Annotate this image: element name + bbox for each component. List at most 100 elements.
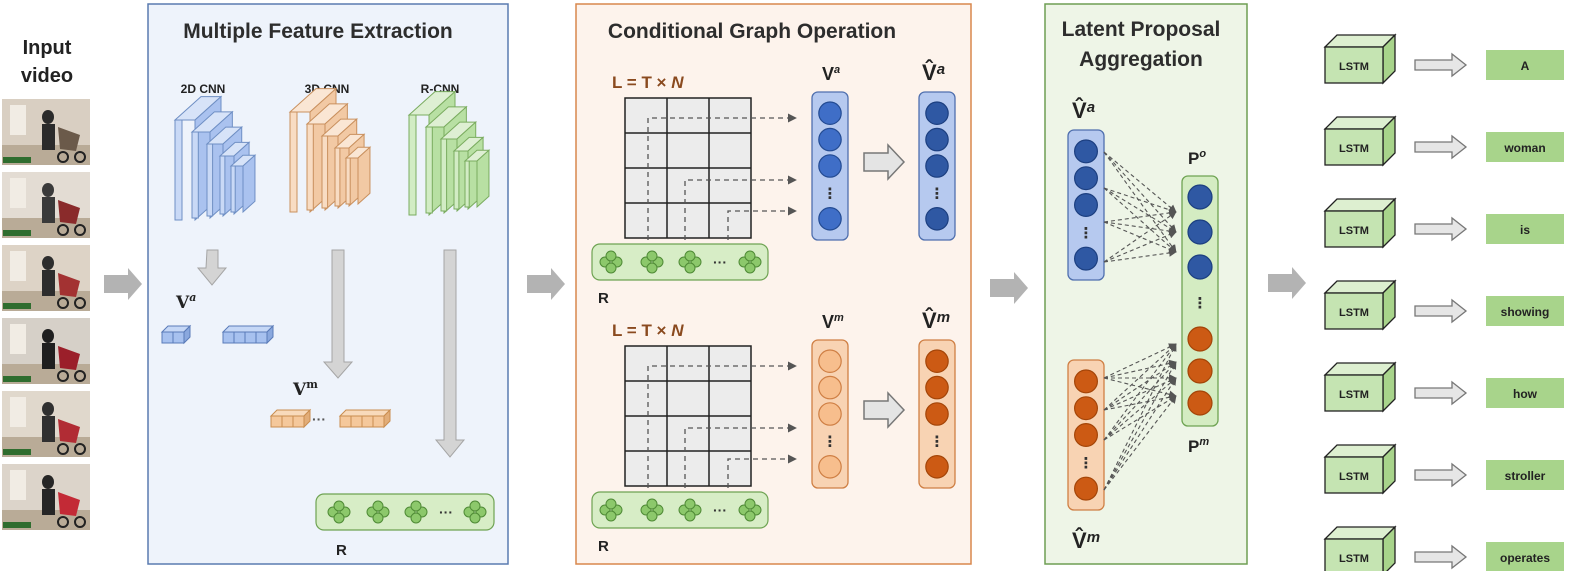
graph-node bbox=[925, 454, 949, 479]
cnn-3d-stack bbox=[288, 87, 372, 214]
graph-node bbox=[1073, 396, 1098, 421]
video-frame bbox=[2, 318, 90, 384]
graph-vhat-column: ⋮ bbox=[918, 91, 956, 241]
graph-node bbox=[925, 154, 949, 178]
dashed-fan-link bbox=[1103, 249, 1177, 263]
lstm-label: LSTM bbox=[1339, 471, 1369, 483]
block-cell bbox=[350, 415, 363, 428]
block-cell bbox=[281, 415, 294, 428]
l-formula: L = T × N bbox=[612, 73, 684, 92]
region-node bbox=[684, 510, 696, 522]
feature-va-label: Va bbox=[175, 291, 196, 313]
dashed-link bbox=[647, 113, 797, 240]
person-body bbox=[42, 343, 55, 369]
frame-window bbox=[10, 397, 26, 427]
dashed-link bbox=[684, 423, 797, 488]
po-sup: o bbox=[1199, 148, 1206, 160]
feature-region-bar: ··· bbox=[315, 493, 495, 531]
lstm-cube-front bbox=[1324, 538, 1384, 571]
video-frames bbox=[2, 99, 90, 530]
cnn-layer-front bbox=[453, 150, 460, 210]
cnn-label-2d: 2D CNN bbox=[181, 82, 226, 96]
video-frame bbox=[2, 99, 90, 165]
graph-node bbox=[1073, 139, 1098, 164]
dashed-fan-link bbox=[1103, 377, 1177, 399]
region-ellipsis: ··· bbox=[439, 504, 453, 520]
transform-arrow bbox=[863, 391, 906, 429]
word-label: woman bbox=[1503, 141, 1545, 155]
region-node bbox=[469, 500, 481, 512]
graph-node bbox=[1073, 476, 1098, 501]
transform-arrow bbox=[863, 143, 906, 181]
region-node bbox=[605, 510, 617, 522]
dashed-fan-link bbox=[1103, 395, 1177, 491]
node-ellipsis: ⋮ bbox=[1079, 455, 1094, 472]
graph-node bbox=[925, 349, 949, 373]
stroller-shape bbox=[58, 346, 80, 370]
word-box bbox=[1486, 50, 1564, 80]
word-box bbox=[1486, 378, 1564, 408]
dashed-fan-link bbox=[1103, 209, 1177, 223]
stroller-shape bbox=[58, 492, 80, 516]
frame-watermark bbox=[3, 230, 31, 236]
frame-watermark bbox=[3, 449, 31, 455]
word-box bbox=[1486, 460, 1564, 490]
cnn-layer-front bbox=[191, 131, 199, 219]
region-clover bbox=[366, 500, 390, 524]
graph-node bbox=[1073, 369, 1098, 394]
region-node bbox=[605, 250, 617, 262]
region-node bbox=[684, 498, 696, 510]
vm-block-small bbox=[269, 408, 312, 429]
region-node bbox=[744, 250, 756, 262]
graph-node bbox=[818, 127, 842, 152]
region-node bbox=[646, 262, 658, 274]
graph-node bbox=[1073, 246, 1098, 271]
dashed-link bbox=[727, 454, 797, 488]
person-body bbox=[42, 124, 55, 150]
output-arrow bbox=[1414, 544, 1468, 570]
dashed-link bbox=[647, 361, 797, 488]
arrow-aggregation-to-decoder bbox=[1268, 267, 1306, 299]
region-clover bbox=[599, 250, 623, 274]
l-formula-var: N bbox=[671, 321, 684, 340]
word-box bbox=[1486, 296, 1564, 326]
person-head bbox=[42, 110, 54, 124]
graph-r-label: R bbox=[598, 538, 609, 555]
dashed-fan-link bbox=[1103, 151, 1177, 233]
p-node-orange bbox=[1187, 326, 1213, 352]
stroller-wheel bbox=[57, 516, 69, 528]
p-node-orange bbox=[1187, 358, 1213, 384]
person-head bbox=[42, 183, 54, 197]
decoder-step: LSTM stroller bbox=[1323, 443, 1564, 495]
dashed-fan-link bbox=[1103, 377, 1177, 491]
word-box bbox=[1486, 214, 1564, 244]
cnn-layer-front bbox=[425, 126, 433, 214]
output-arrow bbox=[1414, 298, 1468, 324]
lstm-label: LSTM bbox=[1339, 553, 1369, 565]
vm-block-long bbox=[338, 408, 392, 429]
region-clover bbox=[327, 500, 351, 524]
dashed-fan-link bbox=[1103, 359, 1177, 379]
cnn-layer-front bbox=[230, 165, 236, 213]
frame-watermark bbox=[3, 157, 31, 163]
graph-node bbox=[818, 454, 842, 479]
region-node bbox=[605, 498, 617, 510]
block-cell bbox=[372, 415, 385, 428]
word-box bbox=[1486, 132, 1564, 162]
stroller-shape bbox=[58, 127, 80, 151]
cnn-layer-front bbox=[440, 138, 448, 212]
word-label: stroller bbox=[1505, 469, 1546, 483]
arrow-graph-to-aggregation bbox=[990, 272, 1028, 304]
word-label: is bbox=[1520, 223, 1530, 237]
arrow-3d-down bbox=[322, 249, 354, 379]
block-top bbox=[269, 409, 312, 417]
block-cell bbox=[161, 331, 174, 344]
cnn-layer-front bbox=[408, 114, 417, 216]
arrow-input-to-feature bbox=[104, 268, 142, 300]
lstm-cube-front bbox=[1324, 456, 1384, 494]
